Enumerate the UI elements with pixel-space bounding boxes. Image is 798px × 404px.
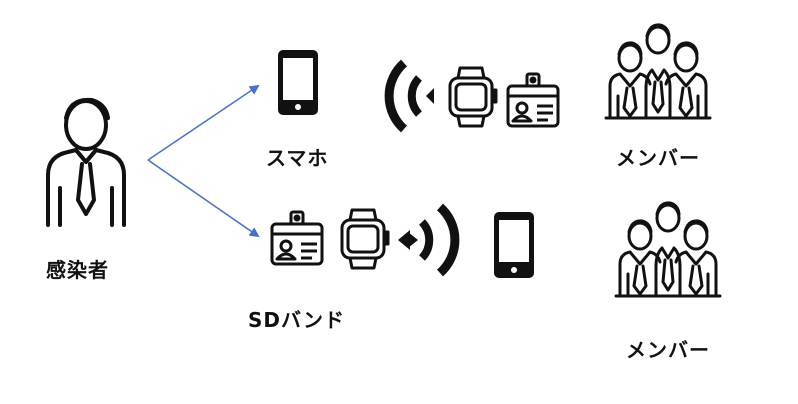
smartwatch-icon <box>448 66 498 128</box>
id-badge-icon <box>506 72 560 128</box>
wireless-signal-icon-bottom <box>398 203 460 277</box>
member-label-bottom: メンバー <box>626 338 710 362</box>
arrow-to-sdband <box>147 159 260 238</box>
sdband-label: SDバンド <box>248 308 346 332</box>
wireless-signal-icon <box>384 59 434 133</box>
smartwatch-icon-bottom <box>340 208 390 270</box>
arrow-to-smartphone <box>147 84 260 161</box>
group-icon-top <box>604 23 712 120</box>
smartphone-icon-bottom <box>494 212 534 278</box>
smartphone-icon <box>278 50 318 115</box>
infected-label: 感染者 <box>46 258 109 282</box>
id-badge-icon-bottom <box>270 210 324 266</box>
smartphone-label: スマホ <box>266 146 329 170</box>
group-icon-bottom <box>614 201 722 298</box>
infected-person-icon <box>46 97 126 227</box>
member-label-top: メンバー <box>616 146 700 170</box>
